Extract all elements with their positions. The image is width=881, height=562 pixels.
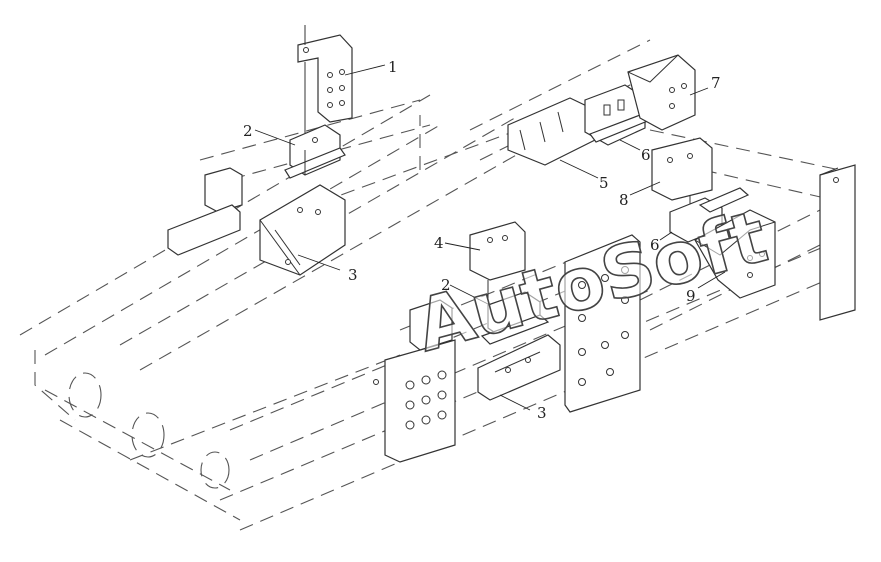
bracket-3-upper <box>259 184 346 276</box>
bracket-1 <box>297 25 353 150</box>
frame-end-right <box>819 164 856 321</box>
rubber-mount-6-upper <box>584 84 657 146</box>
bracket-7 <box>627 54 696 131</box>
side-plate-right <box>564 234 641 413</box>
crossmember-tube-left <box>167 167 243 256</box>
leader-lines <box>254 64 726 411</box>
rubber-mount-2-lower <box>480 291 550 345</box>
callout-8: 8 <box>619 191 629 209</box>
callout-6-upper: 6 <box>641 146 651 164</box>
callout-labels: 1 2 2 3 3 4 5 6 6 7 8 9 <box>243 58 721 422</box>
callout-1: 1 <box>388 58 398 76</box>
bracket-3-lower <box>477 334 561 401</box>
bracket-9 <box>694 209 776 299</box>
rubber-mount-6-lower <box>669 187 750 243</box>
side-plate-left <box>373 299 456 463</box>
callout-3-lower: 3 <box>537 404 547 422</box>
bracket-4 <box>469 221 526 300</box>
callout-2-lower: 2 <box>441 276 451 294</box>
callout-9: 9 <box>686 287 696 305</box>
callout-3-upper: 3 <box>348 266 358 284</box>
callout-4: 4 <box>434 234 444 252</box>
callout-5: 5 <box>599 174 609 192</box>
bracket-5 <box>507 97 596 166</box>
rubber-mount-2-upper <box>284 124 346 179</box>
callout-2-upper: 2 <box>243 122 253 140</box>
callout-7: 7 <box>711 74 721 92</box>
callout-6-lower: 6 <box>650 236 660 254</box>
